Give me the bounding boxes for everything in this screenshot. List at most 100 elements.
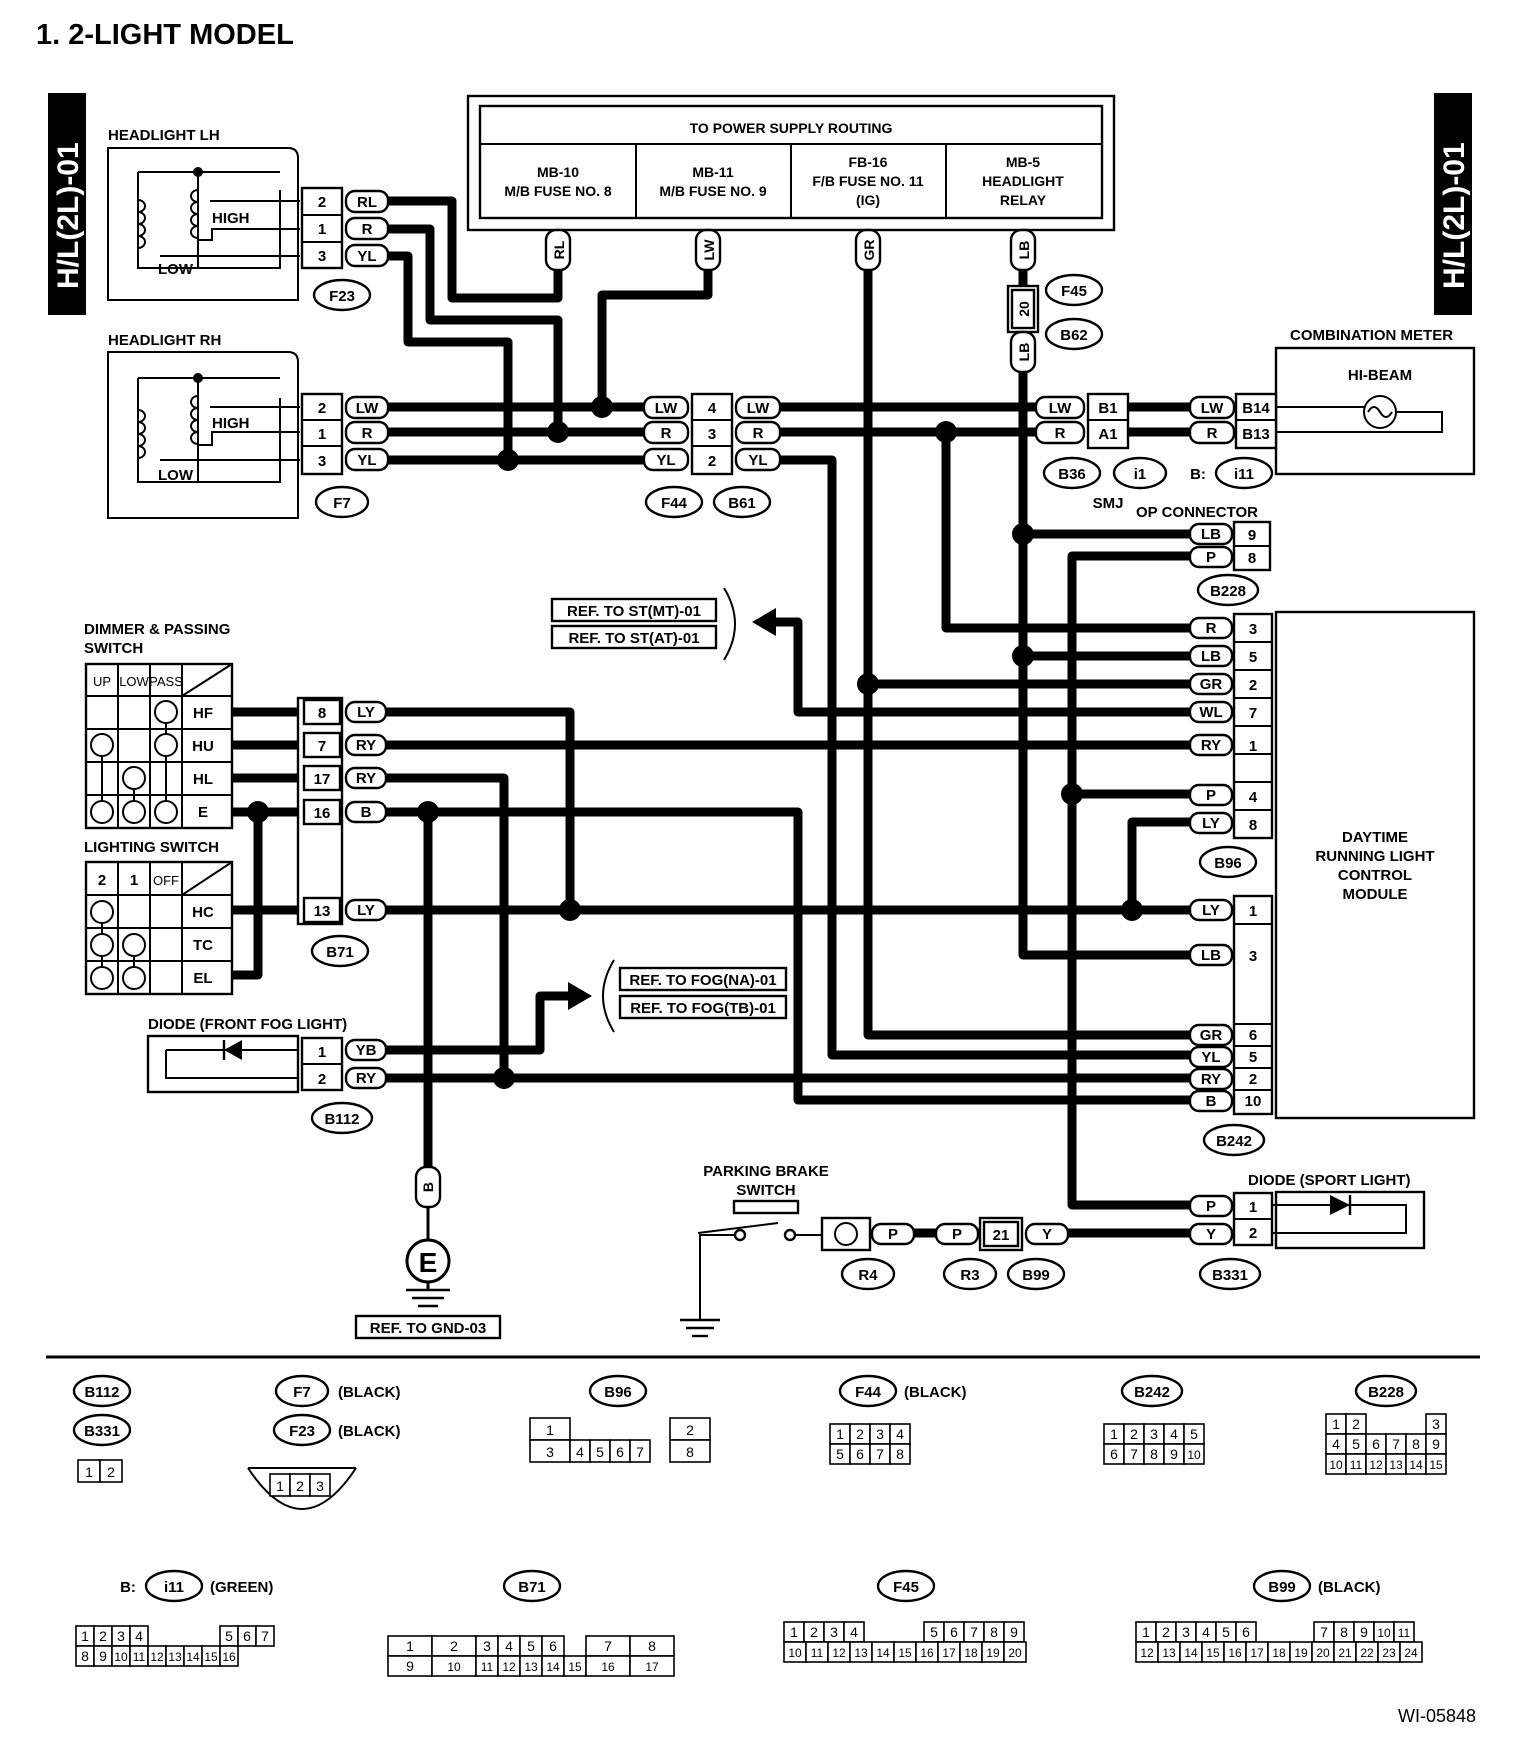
- svg-text:B: B: [361, 804, 372, 821]
- ref-fog-group: REF. TO FOG(NA)-01 REF. TO FOG(TB)-01: [568, 959, 788, 1033]
- pin-number: 23: [1382, 1646, 1396, 1660]
- svg-text:F23: F23: [329, 288, 355, 305]
- pin-number: 10: [114, 1650, 128, 1664]
- svg-text:E: E: [198, 804, 208, 821]
- pin-number: 8: [1150, 1446, 1158, 1462]
- pin-number: 6: [1242, 1624, 1250, 1640]
- svg-text:DIODE (SPORT LIGHT): DIODE (SPORT LIGHT): [1248, 1172, 1411, 1189]
- svg-text:(BLACK): (BLACK): [338, 1423, 400, 1440]
- svg-text:RELAY: RELAY: [1000, 192, 1047, 208]
- svg-text:B13: B13: [1242, 426, 1270, 443]
- pin-number: 7: [604, 1638, 612, 1654]
- pin-number: 4: [896, 1426, 904, 1442]
- pin-number: 4: [850, 1624, 858, 1640]
- svg-text:3: 3: [1249, 621, 1257, 638]
- power-title: TO POWER SUPPLY ROUTING: [690, 120, 893, 136]
- pin-number: 1: [406, 1638, 414, 1654]
- svg-text:YL: YL: [656, 452, 675, 469]
- svg-text:B242: B242: [1216, 1133, 1252, 1150]
- pin-number: 7: [261, 1628, 269, 1644]
- svg-text:YL: YL: [748, 452, 767, 469]
- conn-B71: B71: [310, 934, 370, 968]
- svg-text:8: 8: [1248, 550, 1256, 567]
- svg-text:REF. TO ST(AT)-01: REF. TO ST(AT)-01: [568, 630, 699, 647]
- pin-number: 3: [830, 1624, 838, 1640]
- svg-text:B228: B228: [1210, 583, 1246, 600]
- svg-text:RY: RY: [356, 737, 376, 754]
- pin-number: 8: [896, 1446, 904, 1462]
- conn-B36: B36: [1042, 456, 1102, 490]
- pin-number: 14: [546, 1660, 560, 1674]
- svg-text:YL: YL: [1201, 1049, 1220, 1066]
- pin-number: 17: [1250, 1646, 1264, 1660]
- svg-text:WL: WL: [1199, 704, 1222, 721]
- svg-text:7: 7: [318, 738, 326, 755]
- headlight-rh: HEADLIGHT RH HIGH LOW 2 1 3 LW R YL: [107, 332, 390, 519]
- pin-cell: [1183, 1443, 1205, 1465]
- pin-number: 6: [616, 1444, 624, 1460]
- svg-text:CONTROL: CONTROL: [1338, 867, 1412, 884]
- pin-number: 4: [1170, 1426, 1178, 1442]
- svg-text:B:: B:: [1190, 466, 1206, 483]
- svg-text:RY: RY: [356, 770, 376, 787]
- svg-text:8: 8: [1249, 817, 1257, 834]
- power-supply-box: TO POWER SUPPLY ROUTING MB-10 M/B FUSE N…: [466, 94, 1116, 232]
- svg-text:RY: RY: [1201, 737, 1221, 754]
- svg-text:(IG): (IG): [856, 192, 880, 208]
- svg-text:3: 3: [318, 453, 326, 470]
- side-tab-right: H/L(2L)-01: [1434, 93, 1472, 315]
- pin-number: 1: [85, 1464, 93, 1480]
- pin-number: 6: [549, 1638, 557, 1654]
- pin-number: 15: [898, 1646, 912, 1660]
- svg-text:LB: LB: [1201, 947, 1221, 964]
- pin-number: 12: [1369, 1458, 1383, 1472]
- svg-text:SWITCH: SWITCH: [84, 640, 143, 657]
- svg-text:(BLACK): (BLACK): [338, 1384, 400, 1401]
- svg-text:MB-11: MB-11: [692, 164, 733, 180]
- svg-text:B36: B36: [1058, 466, 1086, 483]
- combination-meter: COMBINATION METER HI-BEAM LW R B14 B13: [1188, 327, 1476, 476]
- op-connector-b228: OP CONNECTOR LB P 9 8: [1136, 504, 1272, 572]
- svg-text:REF. TO FOG(TB)-01: REF. TO FOG(TB)-01: [630, 1000, 776, 1017]
- svg-text:1: 1: [1249, 903, 1257, 920]
- pin-number: 3: [483, 1638, 491, 1654]
- pin-number: 16: [222, 1650, 236, 1664]
- svg-text:P: P: [1206, 1198, 1216, 1215]
- svg-text:R: R: [661, 425, 672, 442]
- pin-number: 16: [920, 1646, 934, 1660]
- svg-text:R: R: [362, 221, 373, 238]
- conn-B228: B228: [1196, 573, 1260, 607]
- svg-text:H/L(2L)-01: H/L(2L)-01: [1438, 142, 1471, 289]
- svg-text:DIODE (FRONT FOG LIGHT): DIODE (FRONT FOG LIGHT): [148, 1016, 347, 1033]
- svg-text:R: R: [1207, 425, 1218, 442]
- svg-text:SWITCH: SWITCH: [736, 1182, 795, 1199]
- svg-text:HEADLIGHT: HEADLIGHT: [982, 173, 1064, 189]
- pin-number: 5: [527, 1638, 535, 1654]
- svg-text:RY: RY: [1201, 1071, 1221, 1088]
- pin-number: 3: [117, 1628, 125, 1644]
- pin-number: 8: [686, 1444, 694, 1460]
- pin-number: 5: [836, 1446, 844, 1462]
- svg-text:LW: LW: [747, 400, 770, 417]
- pin-number: 3: [1182, 1624, 1190, 1640]
- conn-i11: i11: [1214, 456, 1274, 490]
- pin-number: 13: [854, 1646, 868, 1660]
- svg-text:B228: B228: [1368, 1384, 1404, 1401]
- pin-number: 4: [1332, 1436, 1340, 1452]
- pin-number: 6: [1372, 1436, 1380, 1452]
- svg-text:1: 1: [318, 221, 326, 238]
- pin-number: 1: [790, 1624, 798, 1640]
- pin-cell: [309, 1473, 331, 1497]
- pin-number: 6: [856, 1446, 864, 1462]
- svg-text:B71: B71: [326, 944, 354, 961]
- svg-text:3: 3: [1249, 948, 1257, 965]
- svg-text:F45: F45: [1061, 283, 1087, 300]
- svg-text:B242: B242: [1134, 1384, 1170, 1401]
- pin-number: 15: [204, 1650, 218, 1664]
- pin-number: 22: [1360, 1646, 1374, 1660]
- pin-number: 17: [645, 1660, 659, 1674]
- svg-text:B112: B112: [324, 1111, 359, 1128]
- svg-text:LY: LY: [1202, 815, 1220, 832]
